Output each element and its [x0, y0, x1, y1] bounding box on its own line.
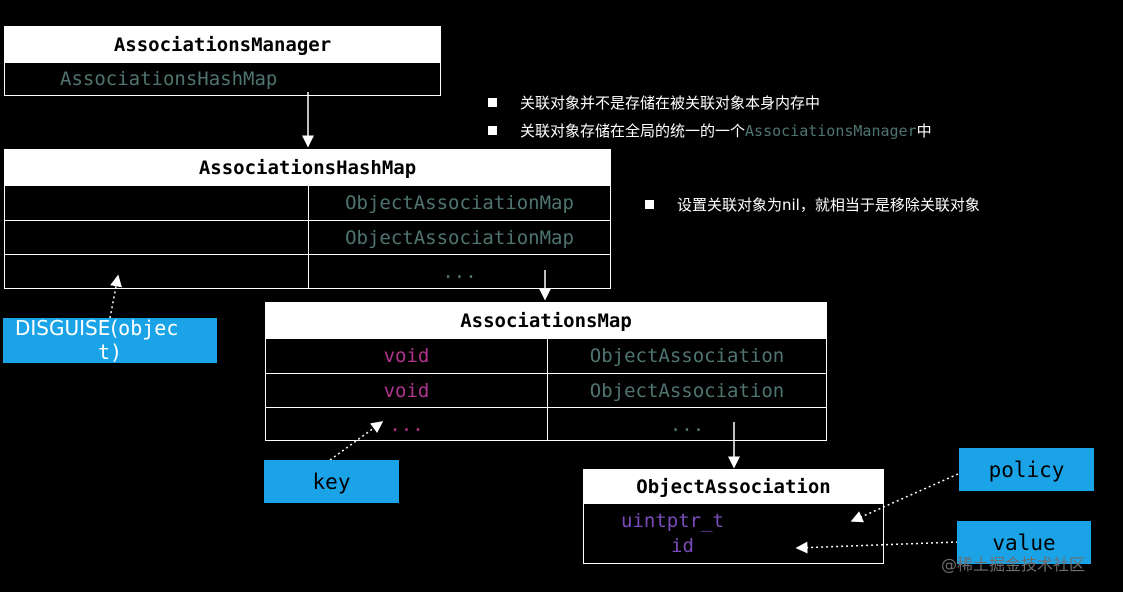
- value-pointer: [795, 541, 959, 554]
- assocmap-row: void ObjectAssociation: [266, 373, 826, 407]
- associations-hashmap-title: AssociationsHashMap: [5, 150, 610, 186]
- key-label-text: key: [312, 469, 351, 494]
- note-1-text: 关联对象并不是存储在被关联对象本身内存中: [520, 94, 821, 112]
- disguise-code-2: t): [98, 340, 123, 364]
- object-association-field-policy: uintptr_t: [621, 510, 724, 532]
- assocmap-value-cell: ObjectAssociation: [547, 374, 826, 407]
- bullet-icon: [645, 200, 654, 209]
- assocmap-key-cell: void: [383, 345, 430, 367]
- note-3-text: 设置关联对象为nil，就相当于是移除关联对象: [677, 196, 980, 214]
- assocmap-value-cell: ...: [547, 408, 826, 441]
- assocmap-key-cell: void: [383, 379, 430, 402]
- watermark: @稀土掘金技术社区: [941, 555, 1086, 574]
- assocmap-value-cell: ObjectAssociation: [547, 339, 826, 373]
- note-2-prefix: 关联对象存储在全局的统一的一个: [520, 122, 746, 140]
- note-2-code: AssociationsManager: [745, 121, 917, 140]
- hashmap-row: ObjectAssociationMap: [5, 186, 610, 220]
- hashmap-value-cell: ObjectAssociationMap: [308, 186, 610, 220]
- associations-manager-row: AssociationsHashMap: [5, 63, 440, 95]
- value-label: value: [957, 521, 1091, 564]
- key-pointer: [329, 421, 384, 461]
- hashmap-value-cell: ...: [308, 255, 610, 288]
- value-label-text: value: [992, 530, 1056, 555]
- associations-manager-field: AssociationsHashMap: [60, 68, 278, 90]
- note-2: 关联对象存储在全局的统一的一个 AssociationsManager 中: [488, 120, 932, 141]
- policy-pointer: [850, 473, 959, 523]
- associations-hashmap-box: AssociationsHashMap ObjectAssociationMap…: [4, 149, 611, 289]
- disguise-label: DISGUISE(objec t): [3, 316, 217, 364]
- disguise-prefix: DISGUISE(: [15, 316, 119, 340]
- bullet-icon: [488, 126, 497, 135]
- associations-map-title: AssociationsMap: [266, 303, 826, 339]
- hashmap-key-cell: [5, 255, 308, 288]
- assocmap-row: void ObjectAssociation: [266, 339, 826, 373]
- assocmap-key-cell: ...: [389, 413, 424, 436]
- note-1: 关联对象并不是存储在被关联对象本身内存中: [488, 92, 820, 113]
- key-label: key: [264, 460, 399, 503]
- note-2-suffix: 中: [916, 122, 932, 140]
- hashmap-row: ...: [5, 254, 610, 288]
- associations-manager-box: AssociationsManager AssociationsHashMap: [4, 26, 441, 96]
- hashmap-value-cell: ObjectAssociationMap: [308, 221, 610, 254]
- bullet-icon: [488, 98, 497, 107]
- assocmap-row: ... ...: [266, 407, 826, 441]
- hashmap-key-cell: [5, 221, 308, 254]
- associations-map-box: AssociationsMap void ObjectAssociation v…: [265, 302, 827, 441]
- object-association-box: ObjectAssociation uintptr_t id: [583, 469, 884, 564]
- object-association-field-value: id: [671, 535, 694, 557]
- hashmap-key-cell: [5, 186, 308, 220]
- hashmap-row: ObjectAssociationMap: [5, 220, 610, 254]
- object-association-title: ObjectAssociation: [584, 470, 883, 504]
- policy-label-text: policy: [988, 457, 1065, 482]
- disguise-code-1: objec: [118, 316, 179, 340]
- policy-label: policy: [959, 448, 1094, 491]
- associations-manager-title: AssociationsManager: [5, 27, 440, 63]
- note-3: 设置关联对象为nil，就相当于是移除关联对象: [645, 194, 980, 215]
- disguise-pointer: [109, 274, 122, 319]
